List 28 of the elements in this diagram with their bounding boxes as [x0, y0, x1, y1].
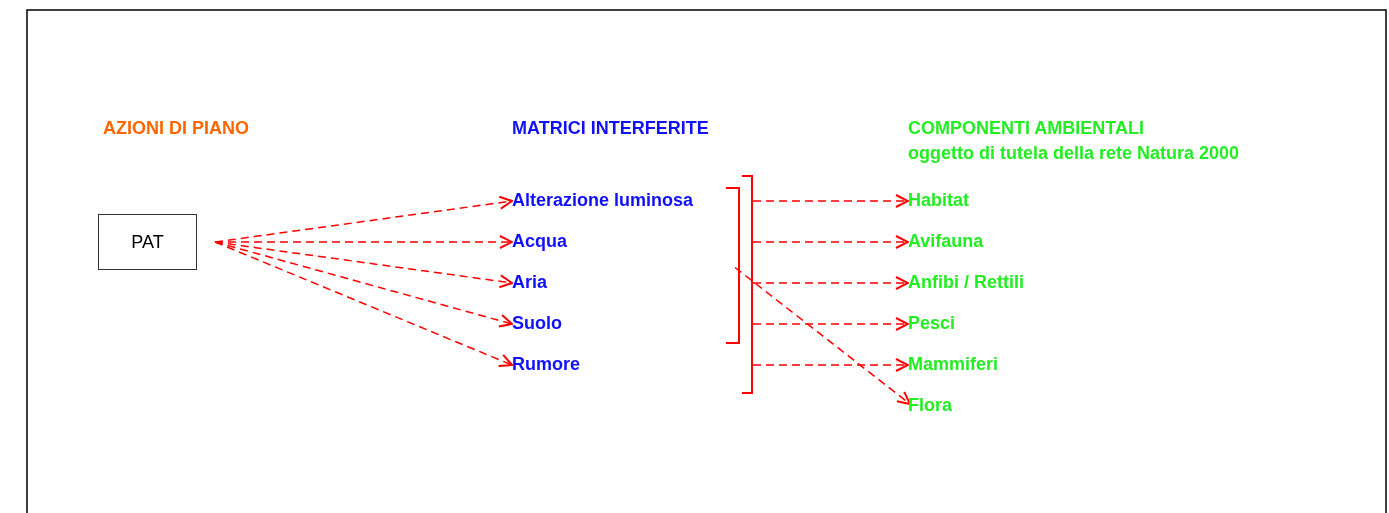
node-label: Habitat — [908, 189, 969, 211]
column-heading: MATRICI INTERFERITE — [512, 117, 709, 139]
node-label: Anfibi / Rettili — [908, 271, 1024, 293]
node-label: Flora — [908, 394, 952, 416]
node-label: Rumore — [512, 353, 580, 375]
bracket — [726, 186, 740, 344]
dashed-arrow — [734, 266, 911, 405]
node-label: Suolo — [512, 312, 562, 334]
dashed-arrow — [214, 241, 513, 367]
node-label: Avifauna — [908, 230, 984, 252]
dashed-arrow — [752, 276, 909, 290]
dashed-arrow — [752, 194, 909, 208]
dashed-arrow — [752, 235, 909, 249]
column-heading: AZIONI DI PIANO — [103, 117, 249, 139]
box-label: PAT — [131, 231, 164, 253]
node-label: Aria — [512, 271, 547, 293]
node-label: Mammiferi — [908, 353, 999, 375]
dashed-arrow — [214, 241, 513, 289]
bracket — [742, 174, 753, 394]
node-label: Alterazione luminosa — [512, 189, 694, 211]
node-label: Acqua — [512, 230, 567, 252]
column-heading: COMPONENTI AMBIENTALI — [908, 117, 1144, 139]
dashed-arrow — [752, 317, 909, 331]
node-label: Pesci — [908, 312, 956, 334]
process-box — [98, 214, 197, 270]
column-heading: oggetto di tutela della rete Natura 2000 — [908, 142, 1240, 164]
dashed-arrow — [214, 235, 513, 249]
dashed-arrow — [752, 358, 909, 372]
